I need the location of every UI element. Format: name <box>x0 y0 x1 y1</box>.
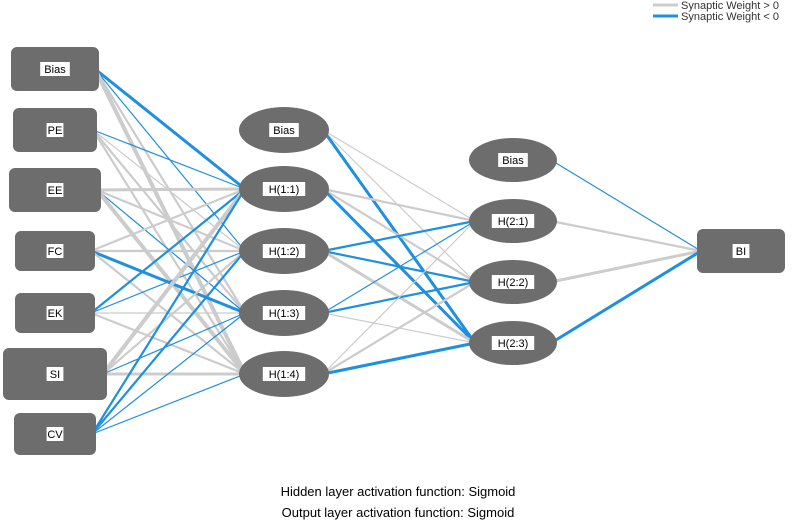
node-label-bg-h2-bias <box>498 153 528 167</box>
node-h1-bias: Bias <box>239 107 329 153</box>
node-label-h2-1: H(2:1) <box>498 216 529 228</box>
node-label-in-bias: Bias <box>44 64 66 76</box>
connection-in-fc-to-h1-1 <box>89 187 247 253</box>
connection-h1-2-to-h2-1 <box>321 219 477 253</box>
node-label-in-ek: EK <box>48 308 63 320</box>
connection-h1-4-to-h2-3 <box>321 341 477 376</box>
node-label-bg-in-fc <box>46 244 64 258</box>
connection-h2-2-to-out-bi <box>549 249 703 284</box>
node-in-pe: PE <box>13 108 97 152</box>
node-label-in-fc: FC <box>48 246 63 258</box>
node-h2-1: H(2:1) <box>469 199 557 243</box>
connection-h2-1-to-out-bi <box>549 219 703 253</box>
node-label-in-pe: PE <box>48 125 63 137</box>
node-h2-3: H(2:3) <box>469 321 557 365</box>
connections-group <box>89 67 703 436</box>
node-in-fc: FC <box>15 231 95 271</box>
node-h1-2: H(1:2) <box>239 228 329 274</box>
node-in-si: SI <box>3 348 107 400</box>
node-label-h2-2: H(2:2) <box>498 277 529 289</box>
node-label-bg-h2-3 <box>491 336 535 350</box>
node-h1-4: H(1:4) <box>239 351 329 397</box>
node-label-bg-h2-1 <box>491 214 535 228</box>
node-label-in-si: SI <box>50 369 60 381</box>
connection-h2-bias-to-out-bi <box>550 159 702 252</box>
node-label-bg-in-cv <box>46 427 64 441</box>
node-label-h2-3: H(2:3) <box>498 338 529 350</box>
node-label-h1-bias: Bias <box>273 125 295 137</box>
connection-in-ee-to-h1-1 <box>95 187 247 192</box>
node-label-out-bi: BI <box>736 246 746 258</box>
connection-h1-bias-to-h2-1 <box>322 129 476 222</box>
node-label-in-ee: EE <box>48 185 63 197</box>
node-out-bi: BI <box>697 229 785 273</box>
legend-positive-label: Synaptic Weight > 0 <box>681 0 779 12</box>
node-label-bg-h1-3 <box>262 306 306 320</box>
node-h2-2: H(2:2) <box>469 260 557 304</box>
connection-in-cv-to-h1-4 <box>91 373 246 435</box>
node-label-bg-in-ek <box>46 306 64 320</box>
node-in-ee: EE <box>9 168 101 212</box>
connection-in-cv-to-h1-1 <box>90 187 247 436</box>
connection-in-ee-to-h1-2 <box>95 188 247 253</box>
connection-in-pe-to-h1-1 <box>92 129 246 190</box>
nodes-group: BiasPEEEFCEKSICVBiasH(1:1)H(1:2)H(1:3)H(… <box>3 47 785 455</box>
connection-in-si-to-h1-1 <box>101 187 247 376</box>
connection-h1-1-to-h2-1 <box>321 187 477 223</box>
connection-in-si-to-h1-2 <box>101 249 247 376</box>
node-h1-1: H(1:1) <box>239 166 329 212</box>
legend-negative-label: Synaptic Weight < 0 <box>681 11 779 23</box>
connection-h2-3-to-out-bi <box>549 249 703 345</box>
node-label-bg-in-bias <box>40 62 70 76</box>
node-label-bg-h1-1 <box>262 182 306 196</box>
node-label-bg-in-si <box>46 367 64 381</box>
node-label-bg-in-pe <box>46 123 64 137</box>
node-label-in-cv: CV <box>47 429 63 441</box>
node-label-bg-h1-2 <box>262 244 306 258</box>
connection-in-cv-to-h1-3 <box>91 312 246 435</box>
legend: Synaptic Weight > 0 Synaptic Weight < 0 <box>653 0 779 23</box>
output-activation-caption: Output layer activation function: Sigmoi… <box>282 505 515 520</box>
node-h2-bias: Bias <box>469 138 557 182</box>
node-label-bg-h1-4 <box>262 367 306 381</box>
node-label-bg-h1-bias <box>269 123 299 137</box>
node-in-bias: Bias <box>11 47 99 91</box>
connection-in-si-to-h1-3 <box>102 312 246 375</box>
connection-in-bias-to-h1-1 <box>93 67 247 191</box>
node-in-cv: CV <box>14 413 96 455</box>
connection-in-cv-to-h1-2 <box>90 249 247 436</box>
node-label-h1-3: H(1:3) <box>269 308 300 320</box>
connection-in-ek-to-h1-1 <box>89 187 247 315</box>
node-label-bg-out-bi <box>732 244 750 258</box>
node-in-ek: EK <box>15 293 95 333</box>
node-label-bg-in-ee <box>46 183 64 197</box>
node-label-h2-bias: Bias <box>502 155 524 167</box>
node-label-h1-4: H(1:4) <box>269 369 300 381</box>
connection-in-ek-to-h1-2 <box>90 250 246 314</box>
node-label-h1-1: H(1:1) <box>269 184 300 196</box>
node-h1-3: H(1:3) <box>239 290 329 336</box>
connection-h1-4-to-h2-1 <box>322 220 476 375</box>
connection-h1-3-to-h2-1 <box>322 220 476 314</box>
node-label-bg-h2-2 <box>491 275 535 289</box>
hidden-activation-caption: Hidden layer activation function: Sigmoi… <box>281 484 516 499</box>
connection-h1-4-to-h2-2 <box>321 280 477 376</box>
node-label-h1-2: H(1:2) <box>269 246 300 258</box>
